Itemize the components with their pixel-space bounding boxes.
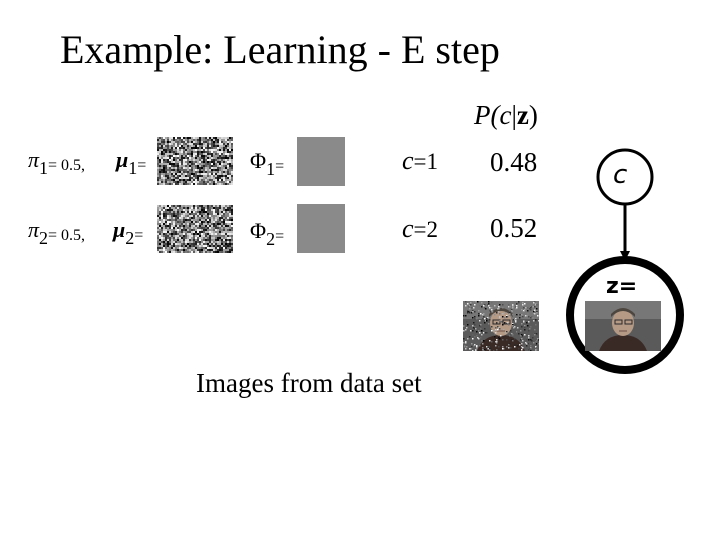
c-node-label: c [613,160,628,190]
phi-index: 1 [266,159,276,179]
posterior-value-1: 0.48 [490,147,538,177]
pi-value: = 0.5, [48,157,86,174]
mu-symbol: μ [113,217,126,242]
phi-2-label: Φ2= [250,218,285,249]
pi-symbol: π [28,147,40,172]
phi-eq: = [275,228,285,245]
slide-title: Example: Learning - E step [60,27,500,72]
posterior-header: P(c|z) [474,98,538,132]
class-label-1: c=1 [402,146,438,176]
mu-eq: = [134,227,144,244]
data-image-clean [585,301,661,351]
pi-index: 1 [39,158,49,178]
posterior-var-z: z [516,100,529,130]
posterior-var-c: c [499,100,512,130]
caption: Images from data set [196,368,422,398]
phi-1-label: Φ1= [250,148,285,179]
c-value: =1 [413,149,439,174]
mean-image-1 [157,137,233,185]
phi-symbol: Φ [250,148,267,173]
posterior-bar: | [511,100,517,130]
pi-2-label: π2= 0.5, [28,217,86,249]
class-label-2: c=2 [402,214,438,244]
c-var: c [402,146,414,175]
mu-index: 2 [125,228,135,248]
mean-image-2 [157,205,233,253]
c-value: =2 [413,217,439,242]
phi-symbol: Φ [250,218,267,243]
posterior-prefix: P( [474,100,500,130]
phi-eq: = [275,158,285,175]
mu-2-label: μ2= [113,217,144,249]
phi-index: 2 [266,229,276,249]
variance-image-1 [297,137,345,186]
pi-index: 2 [39,228,49,248]
pi-symbol: π [28,217,40,242]
data-image-noisy [463,301,539,351]
posterior-suffix: ) [528,100,538,130]
pi-value: = 0.5, [48,227,86,244]
c-var: c [402,214,414,243]
variance-image-2 [297,204,345,253]
mu-1-label: μ1= [116,147,147,179]
mu-index: 1 [128,158,138,178]
z-node-label: z= [606,274,638,299]
mu-eq: = [137,157,147,174]
pi-1-label: π1= 0.5, [28,147,86,179]
mu-symbol: μ [116,147,129,172]
posterior-value-2: 0.52 [490,213,538,243]
